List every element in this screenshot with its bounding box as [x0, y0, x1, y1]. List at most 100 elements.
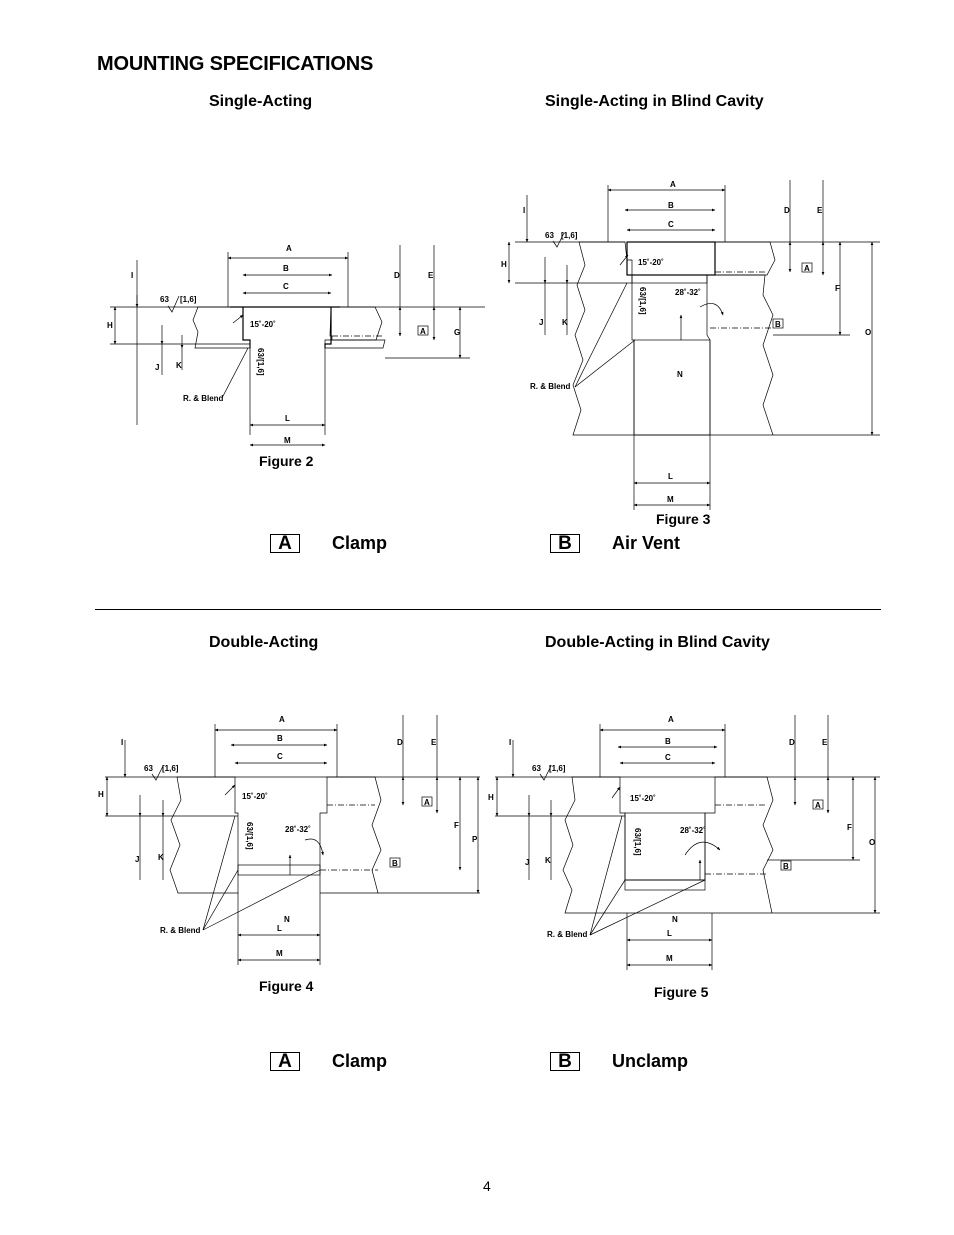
dim-label-e: E — [428, 271, 434, 280]
dim-label-f: F — [454, 821, 459, 830]
page-title: MOUNTING SPECIFICATIONS — [97, 53, 374, 75]
dim-label-n: N — [677, 370, 683, 379]
body-section — [562, 776, 774, 914]
port-a-marker: A — [804, 264, 810, 273]
figure-3-diagram: A B C I H J K D E F O L M N 63 [1,6] 15˚… — [501, 180, 880, 510]
figure-4-label: Figure 4 — [259, 978, 314, 994]
figure-2-diagram: A B C I H J K D E G L M 63 [1,6] 15˚-20˚… — [107, 244, 485, 447]
dim-label-k: K — [545, 856, 551, 865]
dim-label-h: H — [107, 321, 113, 330]
finish-metric: [1,6] — [180, 295, 197, 304]
dim-label-a: A — [286, 244, 292, 253]
finish-mark: 63 — [160, 295, 169, 304]
legend-unclamp: B Unclamp — [550, 1051, 688, 1072]
dim-label-i: I — [131, 271, 133, 280]
dim-label-g: G — [454, 328, 460, 337]
dim-label-d: D — [397, 738, 403, 747]
dim-label-a: A — [668, 715, 674, 724]
dim-label-d: D — [789, 738, 795, 747]
legend-air-vent: B Air Vent — [550, 533, 680, 554]
figure-4-diagram: A B C I H J K D E F P L M N 63 [1,6] 15˚… — [98, 715, 480, 965]
dim-label-e: E — [817, 206, 823, 215]
dim-label-f: F — [847, 823, 852, 832]
dim-label-j: J — [525, 858, 529, 867]
body-right-section — [319, 776, 382, 894]
finish-metric: [1,6] — [549, 764, 566, 773]
dim-label-f: F — [835, 284, 840, 293]
body-left-section — [192, 306, 251, 349]
body-lower-section — [324, 339, 386, 349]
dim-label-o: O — [865, 328, 871, 337]
dim-label-k: K — [562, 318, 568, 327]
port-a-marker: A — [424, 798, 430, 807]
body-left-section — [169, 776, 239, 894]
dim-label-b: B — [668, 201, 674, 210]
dim-label-l: L — [285, 414, 290, 423]
dim-label-m: M — [666, 954, 673, 963]
dim-label-n: N — [672, 915, 678, 924]
figure-2-label: Figure 2 — [259, 453, 314, 469]
dim-label-p: P — [472, 835, 478, 844]
chamfer-angle: 15˚-20˚ — [250, 320, 276, 329]
port-b-marker: B — [392, 859, 398, 868]
finish-mark: 63 — [532, 764, 541, 773]
dim-label-e: E — [431, 738, 437, 747]
dim-label-h: H — [98, 790, 104, 799]
finish-mark: 63 — [144, 764, 153, 773]
finish-rotated: 63/[1,6] — [633, 828, 642, 856]
body-right-section — [329, 306, 383, 341]
blend-label: R. & Blend — [547, 930, 588, 939]
dim-label-h: H — [488, 793, 494, 802]
legend-box-b: B — [550, 534, 580, 553]
port-angle: 28˚-32˚ — [675, 288, 701, 297]
dim-label-j: J — [135, 855, 139, 864]
chamfer-angle: 15˚-20˚ — [630, 794, 656, 803]
dim-label-k: K — [176, 361, 182, 370]
dim-label-b: B — [277, 734, 283, 743]
port-b-marker: B — [775, 320, 781, 329]
dim-label-n: N — [284, 915, 290, 924]
section-divider — [95, 609, 881, 610]
dim-label-k: K — [158, 853, 164, 862]
port-angle: 28˚-32˚ — [285, 825, 311, 834]
blend-label: R. & Blend — [160, 926, 201, 935]
section-title-single-acting: Single-Acting — [209, 93, 313, 110]
dim-label-c: C — [283, 282, 289, 291]
dim-label-l: L — [667, 929, 672, 938]
dim-label-d: D — [784, 206, 790, 215]
figure-5-diagram: A B C I H J K D E F O L M N 63 [1,6] 15˚… — [488, 715, 880, 970]
dim-label-c: C — [668, 220, 674, 229]
dim-label-c: C — [277, 752, 283, 761]
dim-label-m: M — [284, 436, 291, 445]
dim-label-a: A — [279, 715, 285, 724]
legend-text-clamp: Clamp — [332, 1051, 388, 1071]
finish-metric: [1,6] — [561, 231, 578, 240]
dim-label-j: J — [155, 363, 159, 372]
section-title-single-acting-blind: Single-Acting in Blind Cavity — [545, 93, 764, 110]
dim-label-j: J — [539, 318, 543, 327]
body-section — [572, 241, 774, 436]
port-b-marker: B — [783, 862, 789, 871]
legend-text-clamp: Clamp — [332, 533, 388, 553]
dim-label-l: L — [277, 924, 282, 933]
dim-label-e: E — [822, 738, 828, 747]
legend-box-a: A — [270, 534, 300, 553]
port-a-marker: A — [815, 801, 821, 810]
dim-label-d: D — [394, 271, 400, 280]
page-number: 4 — [483, 1178, 491, 1194]
dim-label-l: L — [668, 472, 673, 481]
port-a-marker: A — [420, 327, 426, 336]
dim-label-h: H — [501, 260, 507, 269]
legend-box-a: A — [270, 1052, 300, 1071]
finish-metric: [1,6] — [162, 764, 179, 773]
chamfer-angle: 15˚-20˚ — [242, 792, 268, 801]
legend-clamp-top: A Clamp — [270, 533, 387, 554]
blend-label: R. & Blend — [183, 394, 224, 403]
figure-3-label: Figure 3 — [656, 511, 711, 527]
finish-rotated: 63/[1,6] — [245, 822, 254, 850]
dim-label-a: A — [670, 180, 676, 189]
dim-label-i: I — [509, 738, 511, 747]
legend-text-unclamp: Unclamp — [612, 1051, 689, 1071]
finish-rotated: 63/[1,6] — [256, 348, 265, 376]
chamfer-angle: 15˚-20˚ — [638, 258, 664, 267]
